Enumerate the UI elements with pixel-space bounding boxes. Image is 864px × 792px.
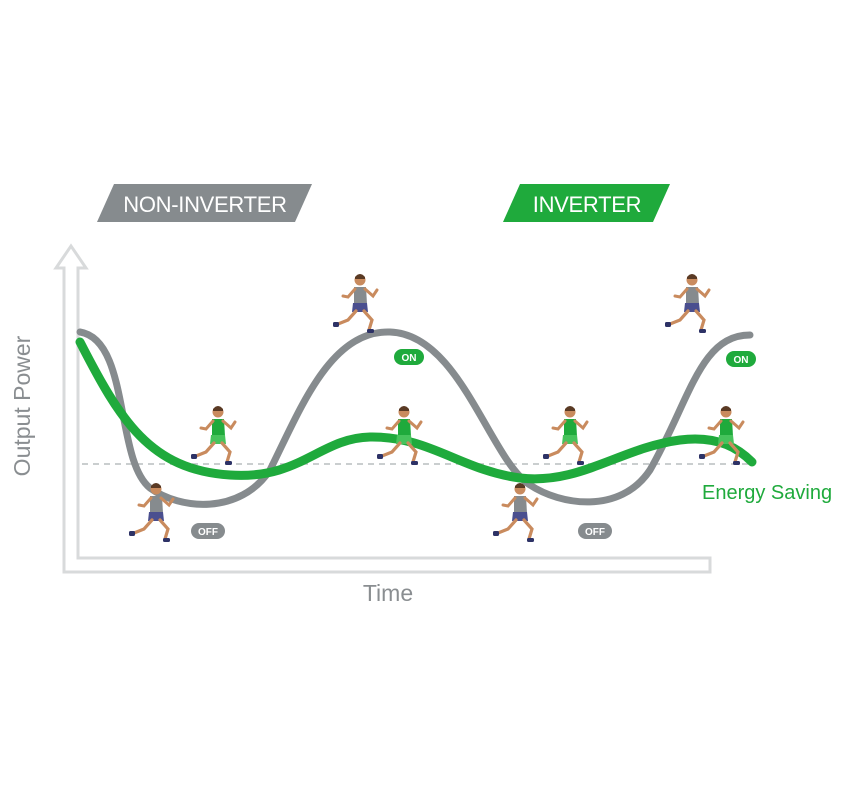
svg-text:ON: ON [734,355,749,366]
inverter-legend: INVERTER [503,184,670,222]
runner-gray-icon [129,483,175,542]
x-axis-label: Time [363,580,413,606]
axis-frame [53,243,712,574]
runner-gray-icon [493,483,539,542]
runner-green-icon [543,406,589,465]
svg-text:OFF: OFF [585,527,605,538]
non-inverter-legend: NON-INVERTER [97,184,312,222]
runner-green-icon [699,406,745,465]
runner-green-icon [191,406,237,465]
non-inverter-badge [97,184,312,222]
runner-gray-icon [665,274,711,333]
svg-text:ON: ON [402,353,417,364]
on-badge: ON [394,349,424,365]
inverter-badge [503,184,670,222]
runner-gray-icon [333,274,379,333]
on-badge: ON [726,351,756,367]
inverter-curve [75,337,757,484]
off-badge: OFF [191,523,225,539]
non-inverter-curve [76,328,754,508]
inverter-label: INVERTER [533,192,641,217]
runner-green-icon [377,406,423,465]
non-inverter-label: NON-INVERTER [123,192,286,217]
axes [53,243,712,574]
y-axis-label: Output Power [9,335,35,476]
svg-text:OFF: OFF [198,527,218,538]
off-badge: OFF [578,523,612,539]
energy-saving-label: Energy Saving [702,482,832,504]
